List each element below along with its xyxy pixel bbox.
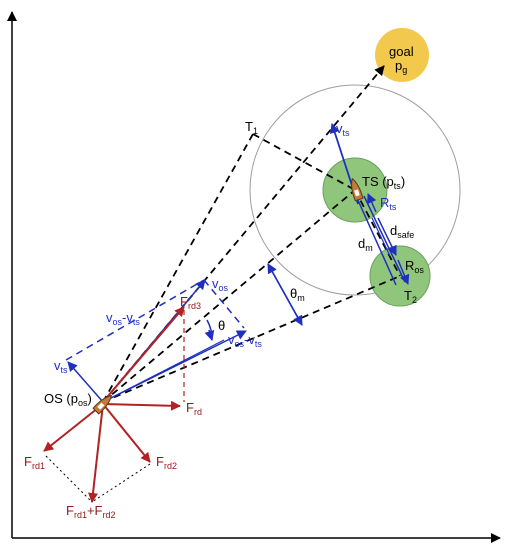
line-os-t2 [102, 275, 401, 403]
theta-label: θ [218, 318, 225, 333]
os-ts-blue-line [102, 339, 225, 403]
frd-sum-arrow [88, 403, 104, 503]
t1-label: T1 [245, 119, 258, 136]
frd3-arrow [102, 306, 185, 403]
vos-minus-vts-right-label: vos-vts [228, 332, 262, 349]
vts-left-label: vts [54, 358, 68, 375]
ts-t2-blue-line-b [363, 195, 406, 283]
rts-arrow [367, 193, 377, 213]
theta-m-arrow-back [267, 263, 303, 326]
vos-vts-dashed-left [65, 279, 205, 361]
frd1-label: Frd1 [24, 454, 45, 471]
theta-arc-arrow [204, 329, 215, 341]
dm-label: dm [358, 236, 373, 253]
line-ts-t2 [354, 189, 401, 277]
frd-arrow [102, 400, 181, 411]
frd2-arrow [102, 403, 151, 463]
pg-label: pg [395, 58, 407, 75]
t2-label: T2 [404, 288, 417, 305]
frd1-dotted [45, 455, 93, 503]
dsafe-arrow [377, 217, 397, 256]
vos-minus-vts-left-label: vos-vts [106, 310, 140, 327]
ros-arrow [397, 259, 410, 285]
ts-label: TS (pts) [362, 174, 405, 191]
frd3-label: Frd3 [180, 294, 201, 311]
ts-t2-blue-line-a [356, 197, 397, 286]
dm-arrow [371, 217, 391, 257]
rts-label: Rts [380, 195, 397, 212]
vts-left-arrow [67, 361, 104, 403]
goal-label: goal [389, 44, 414, 59]
frd-label: Frd [186, 400, 202, 417]
ros-label: Ros [405, 258, 424, 275]
goal-circle [375, 28, 429, 82]
ts-safety-circle [249, 84, 461, 296]
frd2-label: Frd2 [156, 454, 177, 471]
vos-label: vos [212, 276, 229, 293]
line-t1-ts [252, 133, 356, 191]
dsafe-label: dsafe [390, 223, 414, 240]
os-boat-icon [92, 394, 113, 415]
line-os-t1 [102, 133, 254, 403]
theta-m-label: θm [290, 286, 305, 303]
frd2-dotted [91, 463, 151, 503]
line-os-ts [102, 189, 356, 403]
ts-boat-icon [351, 177, 364, 202]
frd-sum-label: Frd1+Frd2 [66, 503, 116, 520]
vts-dashed-right [203, 279, 245, 329]
frd1-arrow [43, 403, 104, 452]
vts-top-label: vts [336, 121, 350, 138]
os-label: OS (pos) [44, 391, 92, 408]
